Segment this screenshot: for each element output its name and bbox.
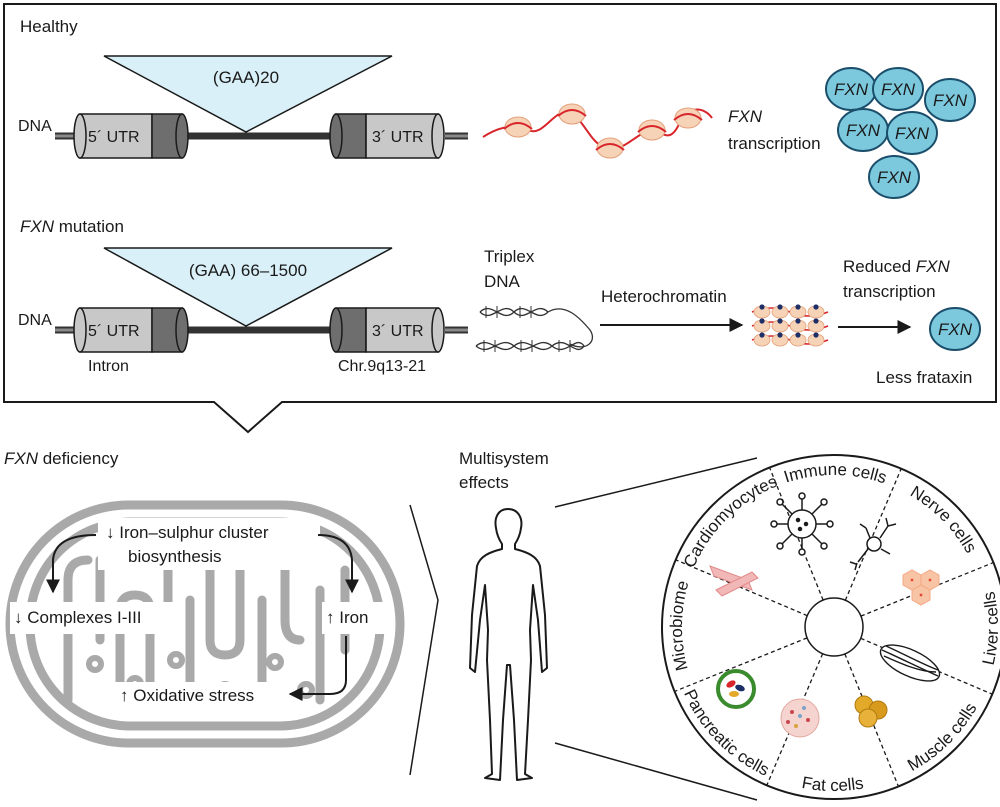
wedge-label-liver-cells: Liver cells bbox=[979, 590, 1000, 667]
fxn-protein: FXN bbox=[868, 155, 920, 199]
heterochromatin-icon bbox=[751, 304, 829, 347]
healthy-dna-label: DNA bbox=[18, 118, 52, 135]
complexes-label: ↓ Complexes I-III bbox=[14, 608, 142, 627]
wheel-divider bbox=[844, 468, 902, 601]
mutant-gene bbox=[55, 247, 468, 353]
open-chromatin bbox=[482, 103, 713, 159]
healthy-fxn-italic: FXN bbox=[728, 107, 763, 126]
healthy-utr5-label: 5´ UTR bbox=[88, 129, 140, 146]
nucleosome bbox=[595, 137, 625, 159]
mutation-utr3-label: 3´ UTR bbox=[372, 323, 424, 340]
reduced-protein-label: FXN bbox=[938, 320, 973, 339]
healthy-gene bbox=[55, 55, 468, 159]
fat-cell-icon bbox=[854, 695, 888, 728]
immune-cell-icon bbox=[770, 492, 834, 556]
cardiomyocyte-icon bbox=[709, 565, 759, 597]
wheel-divider bbox=[674, 637, 808, 693]
triplex-label-2: DNA bbox=[484, 272, 521, 291]
multisystem-connector-lines bbox=[554, 457, 758, 801]
mutation-repeat-label: (GAA) 66–1500 bbox=[189, 261, 307, 280]
fxn-protein-label: FXN bbox=[933, 91, 968, 110]
mito-arrows bbox=[46, 534, 359, 701]
fxn-protein-reduced: FXN bbox=[929, 307, 981, 351]
mutation-title: FXN mutation bbox=[20, 217, 124, 236]
intron-label: Intron bbox=[88, 358, 129, 375]
fxn-protein-label: FXN bbox=[895, 124, 930, 143]
triplex-label-1: Triplex bbox=[484, 247, 535, 266]
mitochondrion bbox=[5, 500, 405, 748]
mutation-dna-label: DNA bbox=[18, 312, 52, 329]
wheel-divider bbox=[675, 559, 808, 617]
multisystem-title-2: effects bbox=[459, 473, 509, 492]
fxn-protein: FXN bbox=[886, 111, 938, 155]
nucleosome bbox=[673, 107, 703, 129]
iron-sulphur-label-2: biosynthesis bbox=[128, 547, 222, 566]
human-silhouette bbox=[469, 508, 548, 781]
multisystem-title-1: Multisystem bbox=[459, 449, 549, 468]
fxn-protein: FXN bbox=[825, 67, 877, 111]
nucleosome bbox=[557, 103, 587, 125]
nucleosome bbox=[503, 116, 533, 138]
mutation-utr5-label: 5´ UTR bbox=[88, 323, 140, 340]
fxn-protein: FXN bbox=[924, 78, 976, 122]
iron-label: ↑ Iron bbox=[326, 608, 369, 627]
section-chevron bbox=[409, 504, 439, 776]
pancreatic-cell-icon bbox=[780, 698, 820, 738]
heterochromatin-label: Heterochromatin bbox=[601, 287, 727, 306]
healthy-utr3-label: 3´ UTR bbox=[372, 129, 424, 146]
mutant-repeat-triangle bbox=[103, 247, 393, 327]
iron-sulphur-label-1: ↓ Iron–sulphur cluster bbox=[106, 523, 269, 542]
nerve-cell-icon bbox=[849, 517, 897, 571]
reduced-transcription-label-2: transcription bbox=[843, 282, 936, 301]
fxn-protein: FXN bbox=[837, 108, 889, 152]
microbiome-icon bbox=[716, 669, 756, 709]
fxn-protein-label: FXN bbox=[846, 121, 881, 140]
fxn-protein-label: FXN bbox=[834, 80, 869, 99]
triplex-dna-icon bbox=[475, 306, 594, 352]
fxn-protein-label: FXN bbox=[881, 80, 916, 99]
muscle-cell-icon bbox=[879, 644, 941, 682]
liver-cell-icon bbox=[902, 569, 940, 606]
fxn-protein: FXN bbox=[872, 67, 924, 111]
nucleosome bbox=[637, 119, 667, 141]
chromosome-label: Chr.9q13-21 bbox=[338, 358, 426, 375]
healthy-title: Healthy bbox=[20, 17, 78, 36]
healthy-repeat-triangle bbox=[103, 55, 393, 133]
wheel-hub bbox=[804, 597, 864, 657]
healthy-repeat-label: (GAA)20 bbox=[213, 68, 279, 87]
oxidative-stress-label: ↑ Oxidative stress bbox=[120, 686, 254, 705]
wedge-label-fat-cells: Fat cells bbox=[800, 773, 864, 795]
reduced-transcription-label-1: Reduced FXN bbox=[843, 257, 951, 276]
less-frataxin-label: Less frataxin bbox=[876, 368, 972, 387]
fxn-protein-label: FXN bbox=[877, 168, 912, 187]
deficiency-title: FXN deficiency bbox=[4, 449, 119, 468]
healthy-transcription-label: transcription bbox=[728, 134, 821, 153]
